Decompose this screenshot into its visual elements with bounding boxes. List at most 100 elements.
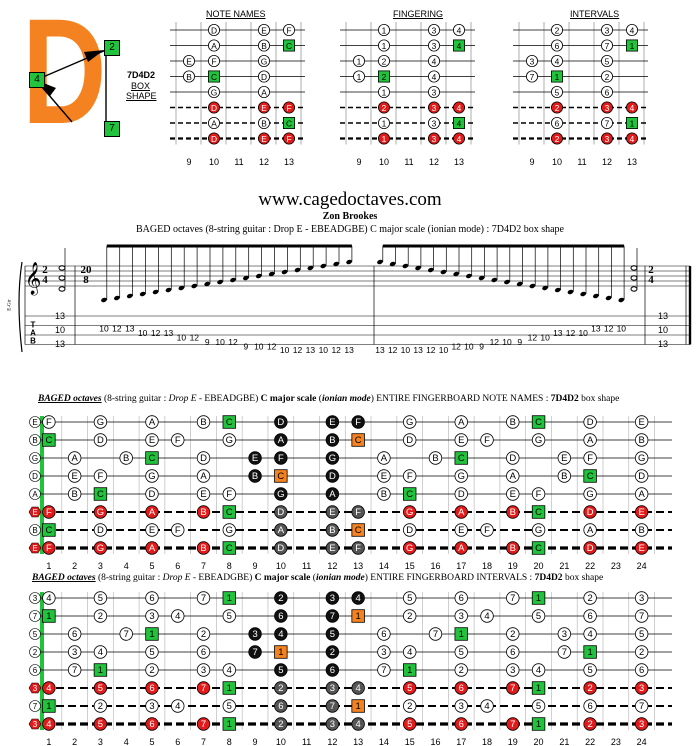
fret-number: 10 (276, 561, 286, 571)
small-note (377, 86, 390, 99)
fingerboard-note (634, 609, 649, 623)
fingerboard-note (454, 681, 468, 695)
small-note-label: A (211, 119, 217, 129)
scale-note (152, 289, 159, 295)
fingerboard-note (506, 591, 520, 605)
small-fret-number: 12 (429, 157, 439, 167)
small-note (257, 101, 270, 114)
fingerboard-note (634, 469, 649, 483)
fingerboard-note-label: 3 (72, 647, 77, 658)
fingerboard-note (634, 541, 649, 555)
fingerboard-note-label: D (200, 453, 207, 464)
tab-note: 13 (125, 324, 135, 334)
fingerboard-note-label: B (72, 489, 78, 500)
fingerboard-note (93, 541, 108, 555)
fingerboard-note (454, 627, 468, 641)
bar-time-bottom: 8 (83, 274, 89, 286)
fingerboard-note (67, 487, 82, 501)
fingerboard-note (145, 645, 159, 659)
fingerboard-note-label: F (278, 453, 284, 464)
fingerboard-note-label: 7 (330, 611, 335, 622)
fingerboard-note (454, 541, 468, 555)
fret-number: 15 (405, 737, 415, 746)
small-note (551, 86, 564, 99)
board2-title: BAGED octaves (8-string guitar : Drop E … (32, 573, 604, 583)
fingerboard-note-label: G (97, 507, 104, 518)
small-note (207, 86, 220, 99)
fingerboard-note-label: E (149, 435, 155, 446)
scale-note (415, 265, 422, 271)
tab-note: 9 (517, 337, 522, 347)
fingerboard-note-label: D (277, 507, 284, 518)
tab-note: 12 (331, 345, 341, 355)
small-note-label: F (286, 134, 291, 144)
fingerboard-note (119, 627, 133, 641)
tab-label-b: B (30, 337, 36, 346)
fingerboard-note (325, 627, 340, 641)
diagram-title-fingering: FINGERING (393, 9, 444, 19)
small-note-label: 4 (457, 134, 462, 144)
fingerboard-note (93, 523, 108, 537)
fret-number: 8 (227, 561, 232, 571)
fingerboard-note-label: A (587, 435, 594, 446)
fret-number: 12 (327, 737, 337, 746)
fingerboard-note (454, 415, 468, 429)
small-note (452, 101, 465, 114)
fret-number: 7 (201, 737, 206, 746)
small-fret-number: 12 (259, 157, 269, 167)
fingerboard-note (583, 451, 597, 465)
scale-note (333, 261, 340, 267)
fingerboard-note (531, 541, 546, 555)
small-note (257, 39, 270, 52)
fingerboard-note (557, 627, 572, 641)
fingerboard-note-label: 6 (278, 701, 283, 712)
fingerboard-note (531, 663, 546, 677)
fingerboard-note-label: 5 (98, 593, 103, 604)
scale-note (255, 273, 262, 279)
fingerboard-note-label: 1 (536, 593, 541, 604)
fingerboard-note-label: 7 (201, 593, 206, 604)
fingerboard-note-label: 6 (510, 647, 515, 658)
fret-number: 24 (637, 737, 647, 746)
fingerboard-note (222, 609, 236, 623)
fingerboard-note (351, 541, 365, 555)
small-note-label: F (286, 26, 291, 36)
fret-number: 16 (430, 737, 440, 746)
fingerboard-note (196, 487, 211, 501)
fingerboard-note-label: 2 (149, 665, 154, 676)
small-note-label: 1 (382, 134, 387, 144)
fingerboard-note (93, 681, 108, 695)
chord-note (58, 286, 66, 292)
fingerboard-note-label: 6 (72, 629, 77, 640)
scale-note (101, 297, 107, 303)
fingerboard-note-label: A (639, 489, 646, 500)
fingerboard-note-label: F (355, 417, 361, 428)
fingerboard-note-label: G (97, 417, 104, 428)
fret-number: 22 (585, 737, 595, 746)
small-note-label: B (186, 72, 192, 82)
scale-note (605, 295, 612, 301)
fingerboard-note (454, 699, 468, 713)
fingerboard-note-label: E (510, 489, 516, 500)
fingerboard-note-label: A (149, 507, 156, 518)
tab-first-chord-note: 13 (55, 311, 65, 321)
fingerboard-note (196, 663, 211, 677)
small-note-label: 1 (357, 57, 362, 67)
fingerboard-note (325, 645, 340, 659)
scale-note (204, 281, 211, 287)
fingerboard-note-label: 7 (562, 647, 567, 658)
scale-note (453, 271, 460, 277)
open-string-marker (29, 664, 41, 676)
fingerboard-note-label: C (535, 507, 542, 518)
fingerboard-note (93, 505, 108, 519)
scale-note (307, 265, 314, 271)
fingerboard-note (634, 717, 649, 731)
small-note (207, 101, 220, 114)
fingerboard-note (222, 663, 236, 677)
small-note (282, 132, 295, 145)
fingerboard-note (402, 433, 417, 447)
tab-note: 10 (578, 328, 588, 338)
fingerboard-note-label: G (586, 489, 593, 500)
fingerboard-note (506, 469, 520, 483)
